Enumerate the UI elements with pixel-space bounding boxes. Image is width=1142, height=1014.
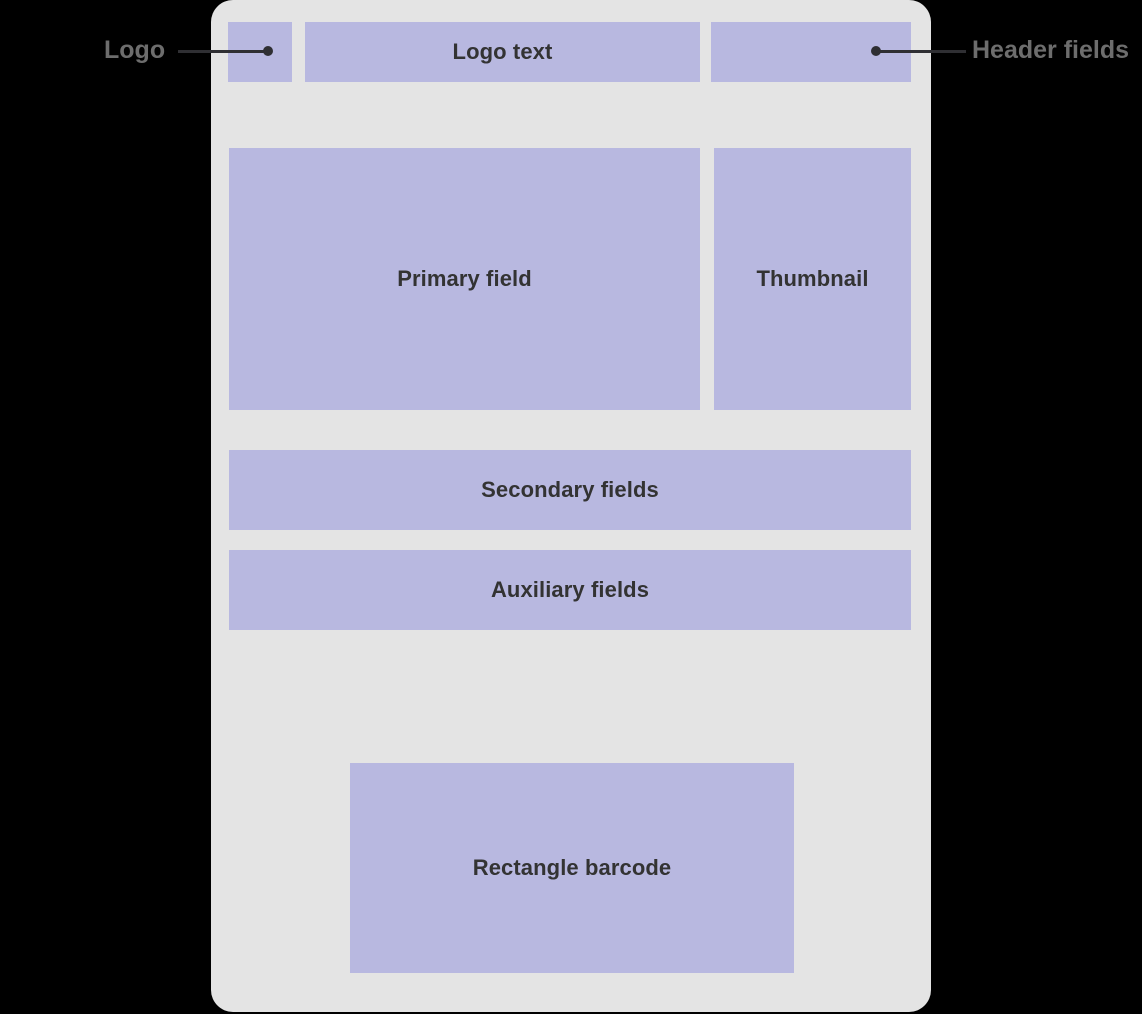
pass-card: Logo text Primary field Thumbnail Second… xyxy=(211,0,931,1012)
annotation-label-header-fields: Header fields xyxy=(972,36,1130,64)
auxiliary-fields-label: Auxiliary fields xyxy=(490,576,650,602)
primary-field-placeholder[interactable]: Primary field xyxy=(229,148,700,410)
leader-line-logo xyxy=(178,50,270,53)
leader-line-header-fields xyxy=(874,50,966,53)
logo-text-placeholder[interactable]: Logo text xyxy=(305,22,700,82)
logo-text-placeholder-label: Logo text xyxy=(452,38,553,64)
primary-field-label: Primary field xyxy=(397,265,532,291)
leader-dot-header-fields xyxy=(871,46,881,56)
rectangle-barcode-label: Rectangle barcode xyxy=(472,854,672,880)
secondary-fields-label: Secondary fields xyxy=(481,476,659,502)
thumbnail-placeholder[interactable]: Thumbnail xyxy=(714,148,911,410)
thumbnail-label: Thumbnail xyxy=(756,265,869,291)
leader-dot-logo xyxy=(263,46,273,56)
secondary-fields-placeholder[interactable]: Secondary fields xyxy=(229,450,911,530)
rectangle-barcode-placeholder[interactable]: Rectangle barcode xyxy=(350,763,794,973)
auxiliary-fields-placeholder[interactable]: Auxiliary fields xyxy=(229,550,911,630)
annotation-label-logo: Logo xyxy=(104,36,166,64)
